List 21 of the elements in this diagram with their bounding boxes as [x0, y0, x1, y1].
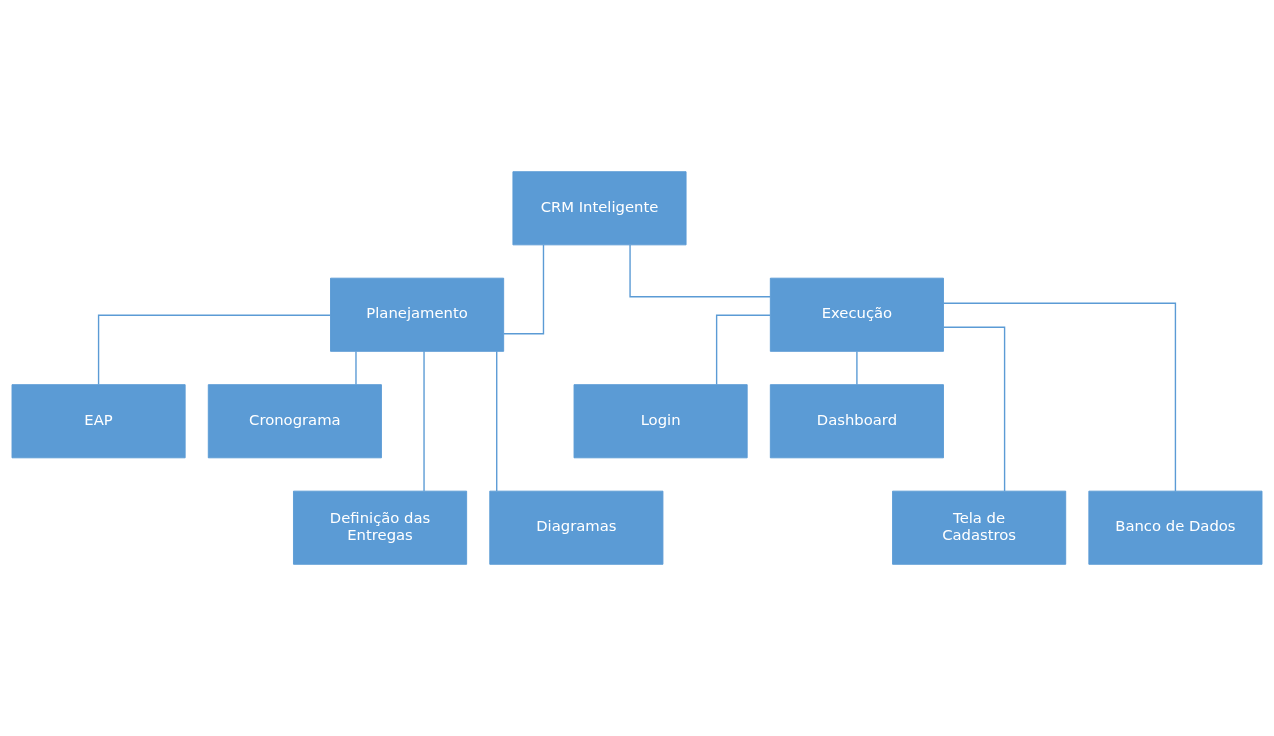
node-box: EAP — [11, 384, 186, 459]
node-box: Definição das Entregas — [293, 490, 468, 565]
connector — [496, 350, 498, 492]
node-box: Tela de Cadastros — [892, 490, 1067, 565]
node-box: CRM Inteligente — [512, 171, 687, 246]
connector — [629, 244, 771, 298]
node-box: Login — [573, 384, 748, 459]
node-box: Banco de Dados — [1088, 490, 1263, 565]
node-box: Planejamento — [330, 277, 505, 352]
connector — [942, 326, 1006, 492]
connector — [942, 302, 1177, 492]
connector — [355, 350, 357, 386]
connector — [97, 314, 332, 386]
node-box: Dashboard — [769, 384, 944, 459]
connector — [715, 314, 771, 386]
connector — [423, 350, 425, 492]
node-box: Cronograma — [207, 384, 382, 459]
node-box: Diagramas — [489, 490, 664, 565]
connector — [503, 244, 545, 335]
node-box: Execução — [769, 277, 944, 352]
connector — [856, 350, 858, 386]
